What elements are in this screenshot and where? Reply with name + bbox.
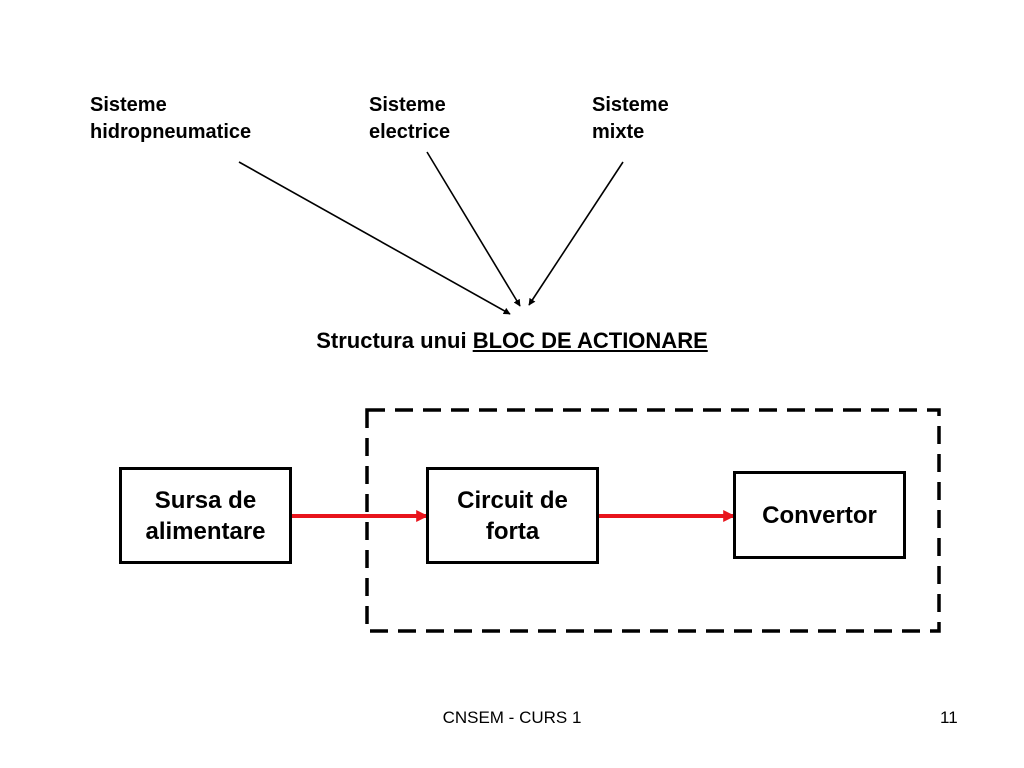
category-electrice: Sisteme electrice — [369, 92, 450, 146]
block-circuit-line2: forta — [485, 517, 540, 545]
footer-course-label: CNSEM - CURS 1 — [442, 708, 582, 727]
category-electrice-line1: Sisteme — [369, 94, 446, 116]
arrow-hidropneumatice-to-title — [238, 161, 511, 315]
arrow-mixte-to-title — [528, 161, 624, 306]
title-underlined: BLOC DE ACTIONARE — [472, 328, 708, 353]
category-electrice-line2: electrice — [369, 121, 451, 143]
category-mixte: Sisteme mixte — [592, 92, 669, 146]
block-converter-line1: Convertor — [762, 501, 877, 529]
arrow-electrice-to-title — [426, 151, 521, 307]
diagram-title: Structura unui BLOC DE ACTIONARE — [0, 328, 1024, 354]
title-prefix: Structura unui — [316, 328, 473, 353]
category-hidropneumatice-line2: hidropneumatice — [90, 121, 252, 143]
block-circuit-de-forta: Circuit de forta — [426, 467, 599, 564]
category-mixte-line2: mixte — [592, 121, 645, 143]
category-mixte-line1: Sisteme — [592, 94, 669, 116]
block-convertor: Convertor — [733, 471, 906, 559]
block-circuit-line1: Circuit de — [457, 486, 568, 514]
category-hidropneumatice-line1: Sisteme — [90, 94, 167, 116]
block-source-line1: Sursa de — [154, 486, 257, 514]
actuation-block-group-frame — [365, 408, 941, 633]
block-source-line2: alimentare — [145, 517, 266, 545]
footer-page-number: 11 — [940, 708, 958, 727]
category-hidropneumatice: Sisteme hidropneumatice — [90, 92, 251, 146]
block-sursa-de-alimentare: Sursa de alimentare — [119, 467, 292, 564]
